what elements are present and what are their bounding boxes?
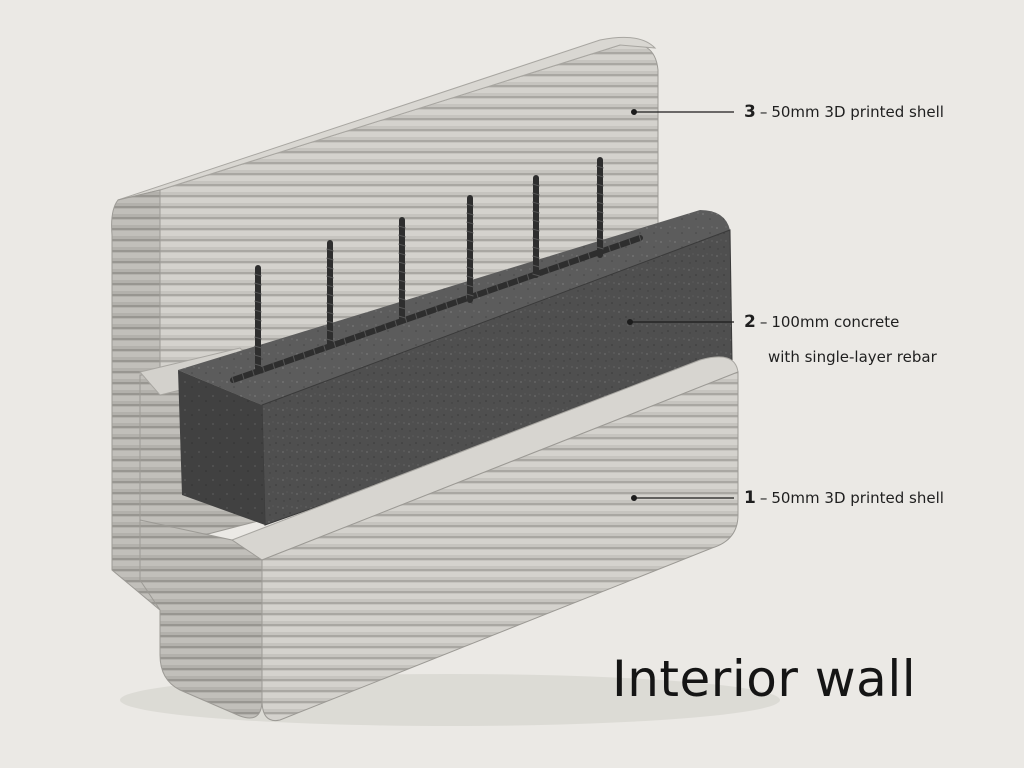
callout-2-separator: – xyxy=(756,313,772,331)
callout-3-number: 3 xyxy=(744,102,756,122)
callout-3-separator: – xyxy=(756,103,772,121)
callout-2-text-line2: with single-layer rebar xyxy=(768,348,937,366)
callout-3-text: 50mm 3D printed shell xyxy=(771,103,944,121)
callout-3: 3–50mm 3D printed shell xyxy=(744,101,944,123)
callout-2-number: 2 xyxy=(744,312,756,332)
callout-2: 2–100mm concrete xyxy=(744,311,899,333)
diagram-title: Interior wall xyxy=(612,650,916,708)
callout-1-text: 50mm 3D printed shell xyxy=(771,489,944,507)
callout-1-separator: – xyxy=(756,489,772,507)
callout-1: 1–50mm 3D printed shell xyxy=(744,487,944,509)
callout-1-number: 1 xyxy=(744,488,756,508)
callout-2-text: 100mm concrete xyxy=(771,313,899,331)
